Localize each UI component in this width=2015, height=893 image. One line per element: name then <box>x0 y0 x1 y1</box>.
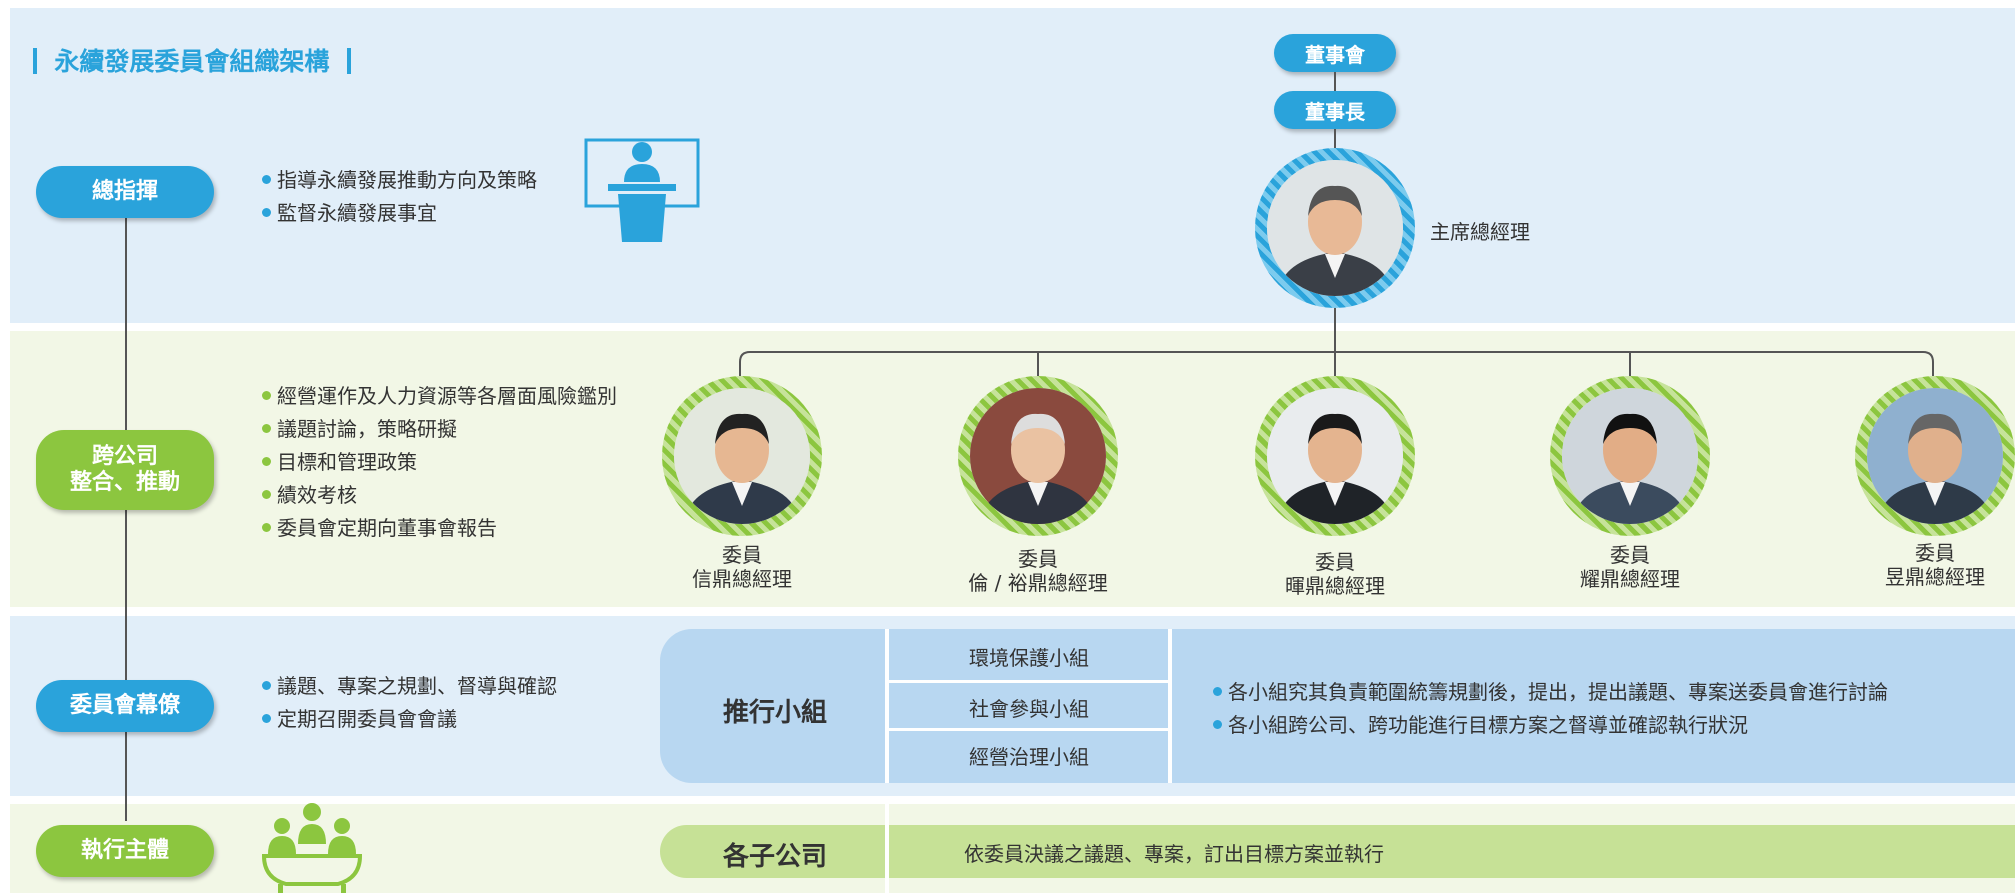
member-photo <box>958 376 1118 536</box>
staff-duties-list: 議題、專案之規劃、督導與確認 定期召開委員會會議 <box>262 670 557 736</box>
person-silhouette-icon <box>1267 160 1403 296</box>
list-item: 各小組跨公司、跨功能進行目標方案之督導並確認執行狀況 <box>1213 709 1888 742</box>
level-pill-execution: 執行主體 <box>36 825 214 877</box>
level-label-line-1: 跨公司 <box>91 444 158 469</box>
level-pill-staff: 委員會幕僚 <box>36 680 214 732</box>
connector-line <box>1334 72 1336 91</box>
level-label: 總指揮 <box>91 179 158 204</box>
member-photo <box>1855 376 2015 536</box>
list-item: 指導永續發展推動方向及策略 <box>262 164 537 197</box>
member-caption: 委員 暉鼎總經理 <box>1285 550 1385 598</box>
person-silhouette-icon <box>1562 388 1698 524</box>
page-title-text: 永續發展委員會組織架構 <box>54 47 330 76</box>
podium-icon <box>584 138 700 242</box>
command-duties-list: 指導永續發展推動方向及策略 監督永續發展事宜 <box>262 164 537 230</box>
member-photo <box>1255 376 1415 536</box>
group-environment: 環境保護小組 <box>969 646 1089 670</box>
level-label-line-2: 整合、推動 <box>69 470 180 495</box>
list-item: 委員會定期向董事會報告 <box>262 512 617 545</box>
connector-line <box>1334 129 1336 148</box>
divider <box>885 629 889 783</box>
level-connector-line <box>125 216 127 821</box>
ceo-caption: 主席總經理 <box>1430 220 1530 244</box>
list-item: 定期召開委員會會議 <box>262 703 557 736</box>
ceo-photo <box>1255 148 1415 308</box>
divider <box>889 728 1168 731</box>
list-item: 經營運作及人力資源等各層面風險鑑別 <box>262 380 617 413</box>
person-silhouette-icon <box>674 388 810 524</box>
level-pill-integration: 跨公司 整合、推動 <box>36 430 214 510</box>
list-item: 各小組究其負責範圍統籌規劃後，提出，提出議題、專案送委員會進行討論 <box>1213 676 1888 709</box>
band-command <box>10 8 2015 323</box>
person-silhouette-icon <box>970 388 1106 524</box>
level-pill-command: 總指揮 <box>36 166 214 218</box>
list-item: 議題、專案之規劃、督導與確認 <box>262 670 557 703</box>
divider <box>1168 629 1172 783</box>
list-item: 目標和管理政策 <box>262 446 617 479</box>
member-caption: 委員 昱鼎總經理 <box>1885 541 1985 589</box>
person-silhouette-icon <box>1867 388 2003 524</box>
member-photo <box>1550 376 1710 536</box>
group-governance: 經營治理小組 <box>969 745 1089 769</box>
list-item: 績效考核 <box>262 479 617 512</box>
member-caption: 委員 信鼎總經理 <box>692 543 792 591</box>
level-label: 執行主體 <box>80 838 169 863</box>
list-item: 議題討論，策略研擬 <box>262 413 617 446</box>
member-caption: 委員 倫 / 裕鼎總經理 <box>968 547 1108 595</box>
divider <box>889 680 1168 683</box>
level-label: 委員會幕僚 <box>69 693 180 718</box>
chairman-box: 董事長 <box>1274 91 1396 129</box>
task-force-notes: 各小組究其負責範圍統籌規劃後，提出，提出議題、專案送委員會進行討論 各小組跨公司… <box>1213 676 1888 742</box>
subsidiaries-description: 依委員決議之議題、專案，訂出目標方案並執行 <box>964 842 1384 866</box>
member-photo <box>662 376 822 536</box>
chairman-label: 董事長 <box>1305 99 1365 124</box>
board-label: 董事會 <box>1305 42 1365 67</box>
divider <box>885 804 889 893</box>
page-title: 永續發展委員會組織架構 <box>33 42 351 78</box>
group-social: 社會參與小組 <box>969 697 1089 721</box>
board-of-directors-box: 董事會 <box>1274 34 1396 72</box>
team-meeting-icon <box>261 803 363 893</box>
member-caption: 委員 耀鼎總經理 <box>1580 543 1680 591</box>
person-silhouette-icon <box>1267 388 1403 524</box>
task-force-title: 推行小組 <box>722 698 827 728</box>
integration-duties-list: 經營運作及人力資源等各層面風險鑑別 議題討論，策略研擬 目標和管理政策 績效考核… <box>262 380 617 545</box>
subsidiaries-title: 各子公司 <box>722 842 827 872</box>
list-item: 監督永續發展事宜 <box>262 197 537 230</box>
